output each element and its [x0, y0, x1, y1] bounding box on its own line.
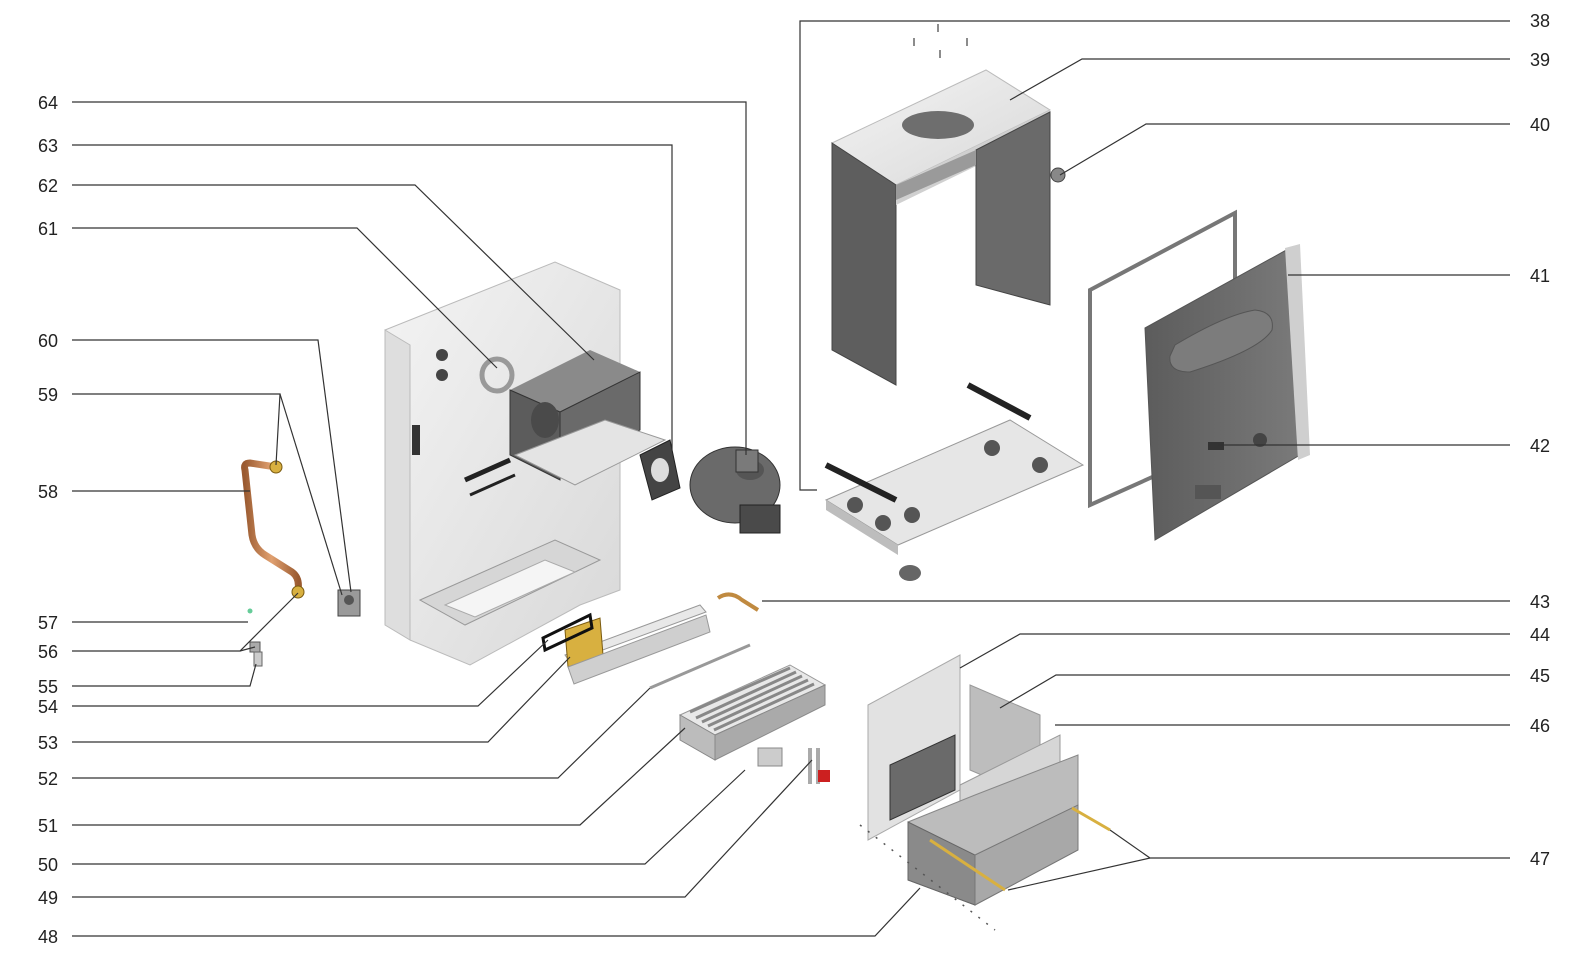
leader-59 [72, 393, 281, 466]
leader-56b [239, 646, 256, 652]
label-49: 49 [38, 888, 58, 908]
label-58: 58 [38, 482, 58, 502]
leader-53 [72, 656, 571, 743]
label-44: 44 [1530, 625, 1550, 645]
label-47: 47 [1530, 849, 1550, 869]
leader-50 [72, 769, 746, 865]
part-electrode-rod [649, 643, 751, 690]
leader-38 [799, 20, 1510, 491]
label-60: 60 [38, 331, 58, 351]
part-front-cover [1088, 209, 1310, 541]
label-53: 53 [38, 733, 58, 753]
part-labels: 38 39 40 41 42 43 44 45 46 47 48 49 50 5… [38, 11, 1550, 947]
part-bottom-tray [824, 382, 1085, 581]
label-55: 55 [38, 677, 58, 697]
part-combustion-box [509, 350, 667, 486]
part-electrodes [808, 748, 830, 784]
leader-62 [72, 184, 595, 361]
label-54: 54 [38, 697, 58, 717]
label-48: 48 [38, 927, 58, 947]
leader-45 [999, 674, 1510, 709]
part-sight-ring [479, 356, 515, 394]
leader-60 [72, 339, 352, 593]
label-63: 63 [38, 136, 58, 156]
label-46: 46 [1530, 716, 1550, 736]
part-fan [689, 446, 781, 534]
part-gas-valve [337, 589, 361, 617]
leader-59b [279, 393, 343, 596]
part-gas-pipe [241, 459, 305, 599]
label-52: 52 [38, 769, 58, 789]
leader-61 [72, 227, 498, 369]
part-fittings [247, 608, 263, 667]
leader-39 [1009, 58, 1510, 101]
label-61: 61 [38, 219, 58, 239]
label-38: 38 [1530, 11, 1550, 31]
part-burner-gasket [541, 612, 594, 653]
part-top-hood [830, 69, 1052, 386]
leader-54 [72, 639, 549, 707]
part-cable-gland [1050, 167, 1066, 183]
label-51: 51 [38, 816, 58, 836]
part-chassis-frame [384, 261, 621, 666]
part-screws-top [913, 24, 968, 58]
leader-52 [72, 687, 651, 779]
leader-44 [959, 633, 1510, 669]
label-62: 62 [38, 176, 58, 196]
leader-55 [72, 663, 257, 687]
label-43: 43 [1530, 592, 1550, 612]
label-59: 59 [38, 385, 58, 405]
label-42: 42 [1530, 436, 1550, 456]
leader-40 [1059, 123, 1510, 176]
part-small-pipe [716, 592, 760, 612]
leader-63 [72, 144, 673, 450]
label-39: 39 [1530, 50, 1550, 70]
label-64: 64 [38, 93, 58, 113]
leader-47b [1007, 857, 1151, 891]
part-burner [678, 664, 827, 767]
leader-49 [72, 759, 813, 898]
label-50: 50 [38, 855, 58, 875]
label-45: 45 [1530, 666, 1550, 686]
leader-64 [72, 101, 747, 455]
label-40: 40 [1530, 115, 1550, 135]
label-57: 57 [38, 613, 58, 633]
part-burner-manifold [564, 604, 711, 685]
leader-48 [72, 887, 921, 937]
part-fan-gasket [639, 439, 681, 501]
leader-lines [72, 20, 1510, 937]
part-combustion-chamber [907, 754, 1111, 906]
label-41: 41 [1530, 266, 1550, 286]
leader-47 [1109, 829, 1510, 859]
leader-51 [72, 727, 686, 826]
label-56: 56 [38, 642, 58, 662]
